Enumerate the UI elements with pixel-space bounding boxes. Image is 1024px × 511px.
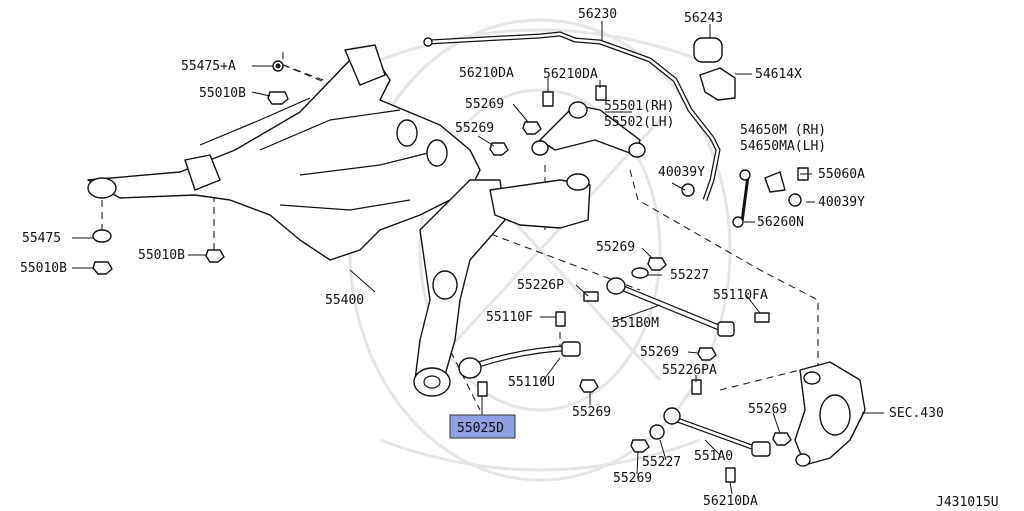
- label-55010b-mid[interactable]: 55010B: [138, 248, 185, 263]
- highlight-box: [449, 414, 516, 439]
- stabilizer-bar-56230: [423, 31, 721, 201]
- label-55226pa[interactable]: 55226PA: [662, 363, 717, 378]
- label-55110u[interactable]: 55110U: [508, 375, 555, 390]
- diagram-code: J431015U: [936, 495, 999, 510]
- hardware: [92, 60, 809, 483]
- label-55269-f[interactable]: 55269: [572, 405, 611, 420]
- label-55060a[interactable]: 55060A: [818, 167, 865, 182]
- label-56210da-bot[interactable]: 56210DA: [703, 494, 758, 509]
- label-56210da-a[interactable]: 56210DA: [459, 66, 514, 81]
- label-56230[interactable]: 56230: [578, 7, 617, 22]
- label-55269-d[interactable]: 55269: [640, 345, 679, 360]
- upper-link-55501: [531, 101, 646, 158]
- leader-lines: [72, 21, 884, 495]
- label-55501[interactable]: 55501(RH): [604, 99, 674, 114]
- part-labels: 56230 56243 54614X 55475+A 55010B 56210D…: [20, 7, 999, 510]
- label-56210da-b[interactable]: 56210DA: [543, 67, 598, 82]
- label-54614x[interactable]: 54614X: [755, 67, 802, 82]
- label-55110f[interactable]: 55110F: [486, 310, 533, 325]
- label-40039y-right[interactable]: 40039Y: [818, 195, 865, 210]
- label-55269-g[interactable]: 55269: [613, 471, 652, 486]
- knuckle-sec430: [794, 361, 866, 467]
- stabilizer-link-54650m: [732, 169, 786, 228]
- label-56260n[interactable]: 56260N: [757, 215, 804, 230]
- label-55475[interactable]: 55475: [22, 231, 61, 246]
- bushing-clamp: [693, 37, 736, 101]
- label-54650m[interactable]: 54650M (RH): [740, 123, 826, 138]
- label-40039y-left[interactable]: 40039Y: [658, 165, 705, 180]
- label-55269-c[interactable]: 55269: [596, 240, 635, 255]
- label-55025d[interactable]: 55025D: [457, 421, 504, 436]
- link-551a0: [663, 407, 771, 457]
- label-55475a[interactable]: 55475+A: [181, 59, 236, 74]
- lower-link-551b0m: [606, 277, 735, 337]
- label-54650ma[interactable]: 54650MA(LH): [740, 139, 826, 154]
- label-55010b-top[interactable]: 55010B: [199, 86, 246, 101]
- link-55110u: [458, 341, 581, 379]
- label-56243[interactable]: 56243: [684, 11, 723, 26]
- label-55269-e[interactable]: 55269: [748, 402, 787, 417]
- label-55502[interactable]: 55502(LH): [604, 115, 674, 130]
- subframe-55400: [87, 44, 591, 397]
- label-551a0[interactable]: 551A0: [694, 449, 733, 464]
- label-551b0m[interactable]: 551B0M: [612, 316, 659, 331]
- label-55269-a[interactable]: 55269: [465, 97, 504, 112]
- label-55110fa[interactable]: 55110FA: [713, 288, 768, 303]
- label-55226p[interactable]: 55226P: [517, 278, 564, 293]
- label-55400[interactable]: 55400: [325, 293, 364, 308]
- label-55227-bot[interactable]: 55227: [642, 455, 681, 470]
- label-55227-top[interactable]: 55227: [670, 268, 709, 283]
- label-55010b-left[interactable]: 55010B: [20, 261, 67, 276]
- label-sec430[interactable]: SEC.430: [889, 406, 944, 421]
- label-55269-b[interactable]: 55269: [455, 121, 494, 136]
